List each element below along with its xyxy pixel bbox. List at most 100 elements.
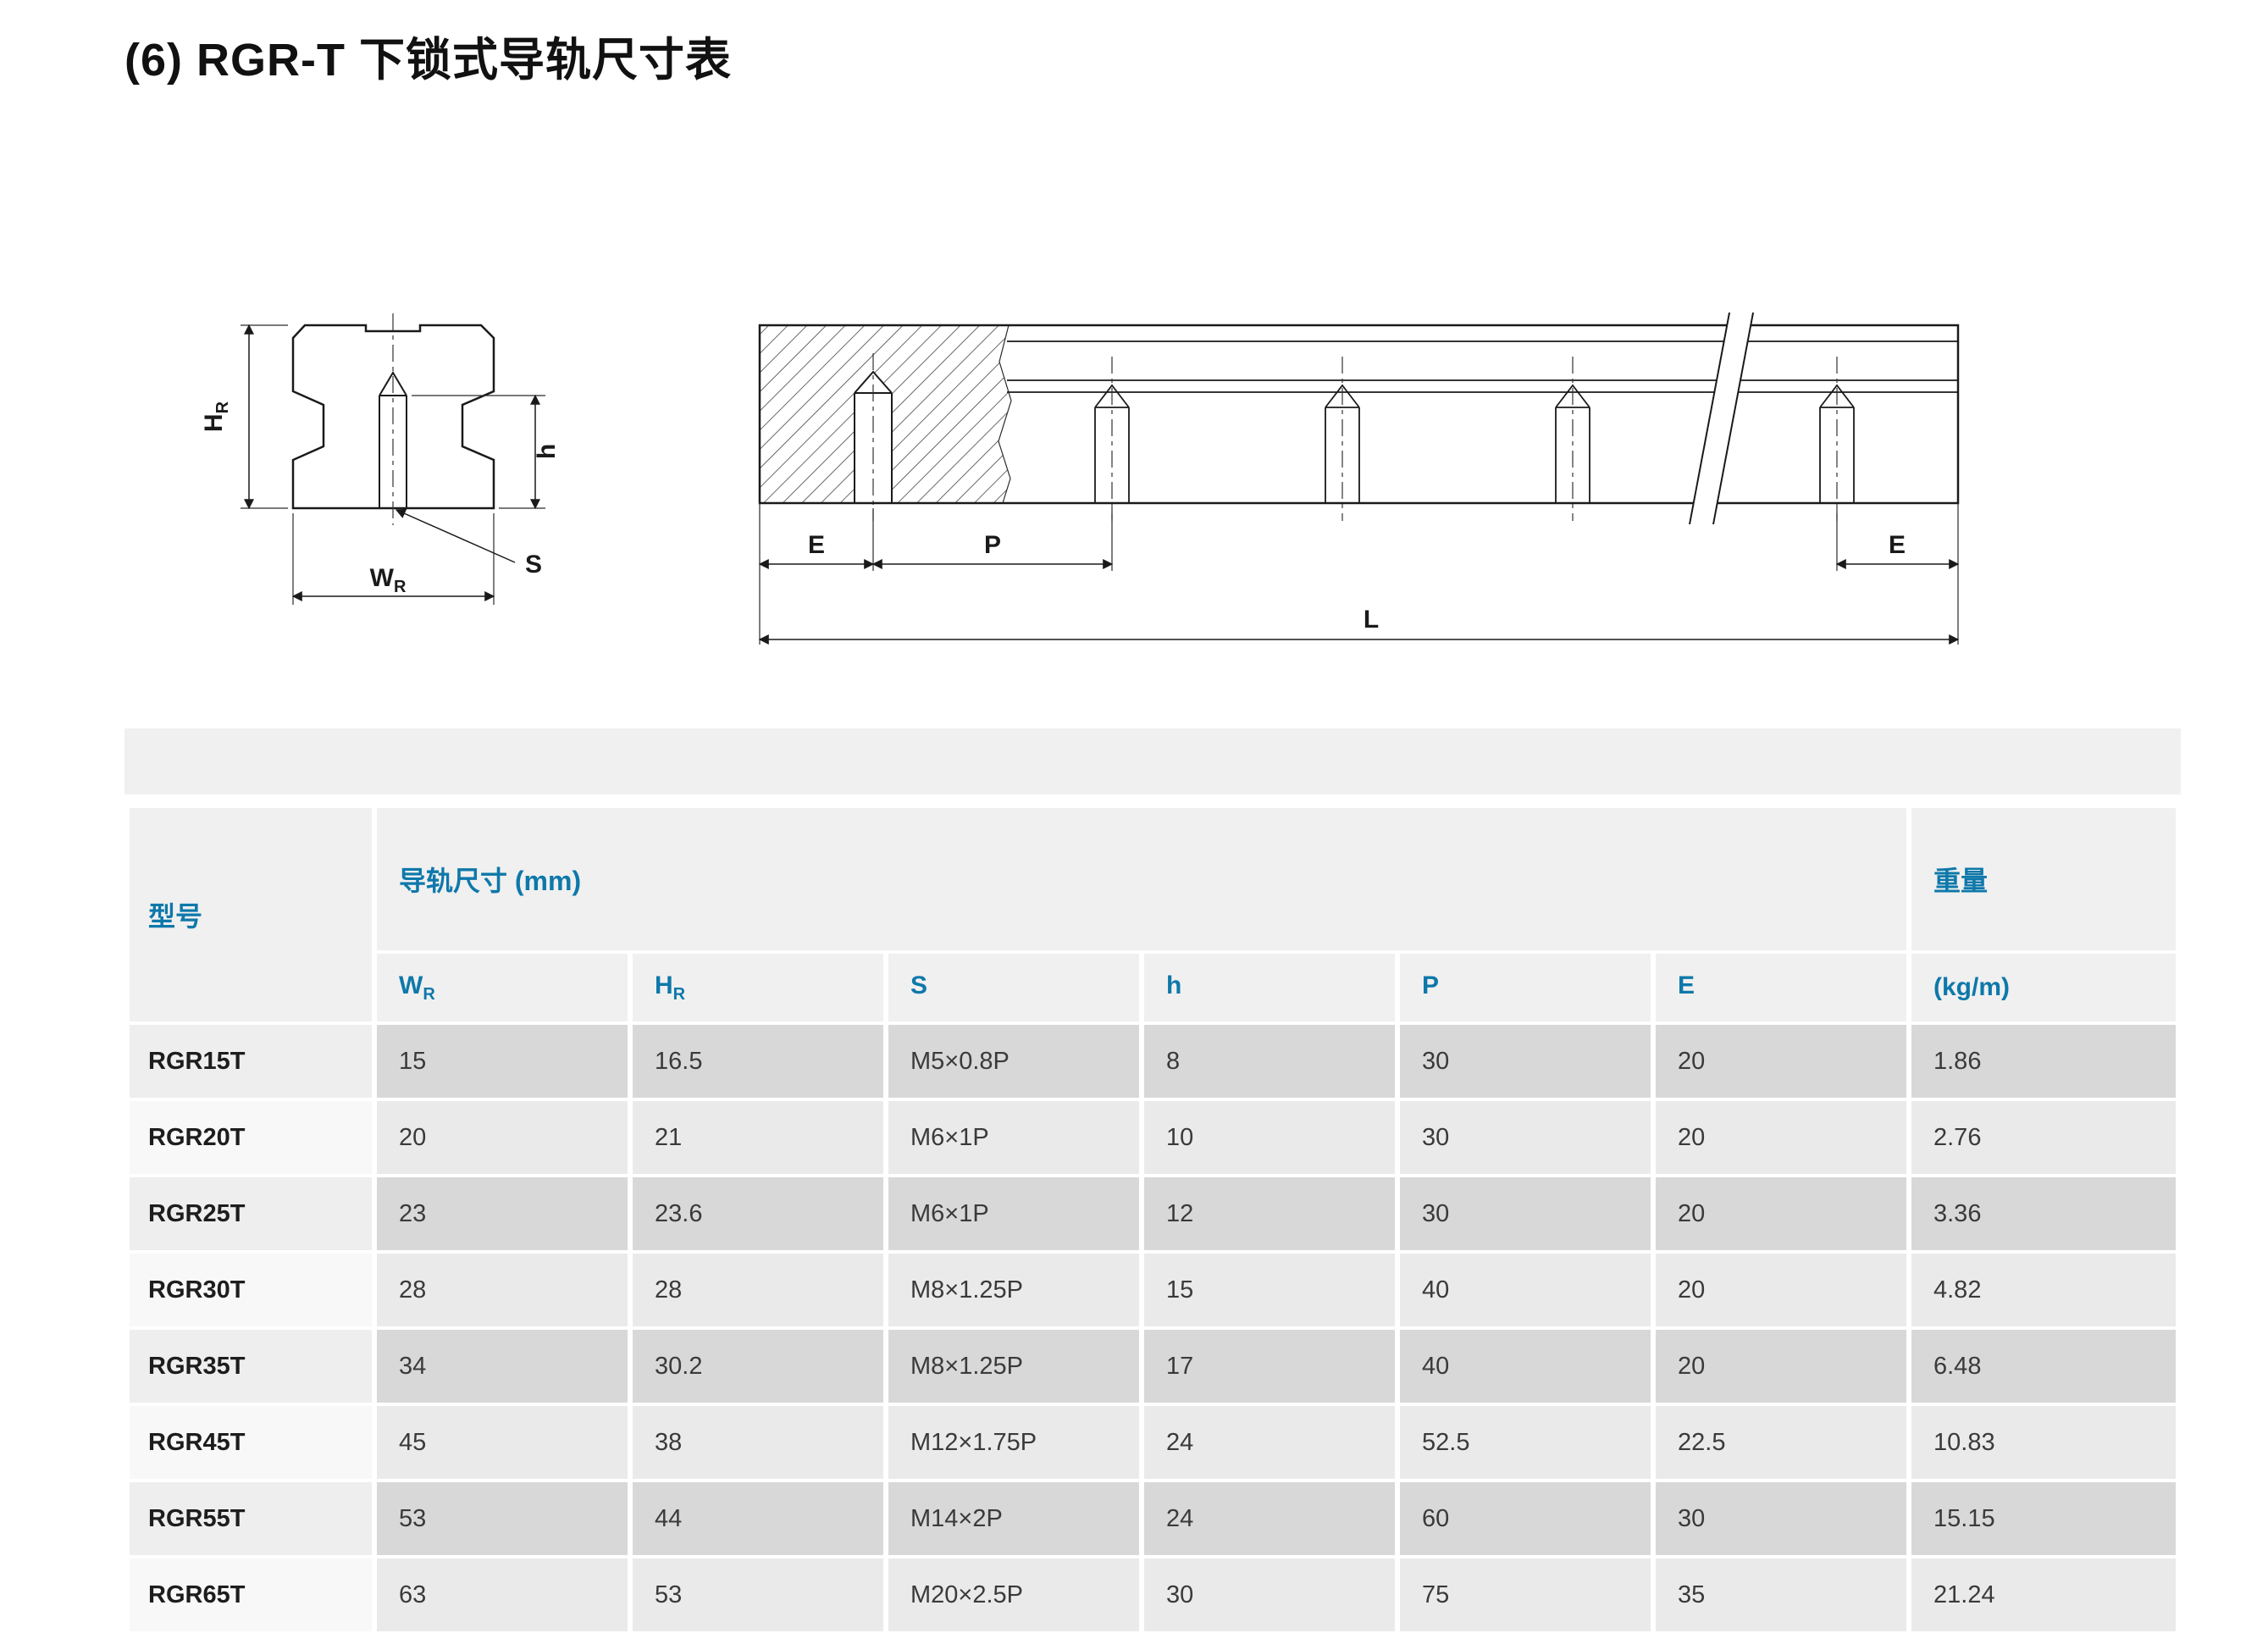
dim-cell: 30 <box>1400 1025 1651 1098</box>
weight-cell: 6.48 <box>1911 1330 2176 1403</box>
dim-cell: 28 <box>633 1254 883 1326</box>
dim-cell: 20 <box>1656 1254 1906 1326</box>
dim-s-label: S <box>525 551 542 578</box>
rail-side-view-drawing: E P E L <box>758 313 1960 645</box>
header-col-hr: HR <box>633 954 883 1021</box>
dim-cell: 20 <box>1656 1330 1906 1403</box>
model-cell: RGR45T <box>130 1406 372 1479</box>
rail-dimension-table: 型号 导轨尺寸 (mm) 重量 WR HR S h P E (kg/m) RGR… <box>124 805 2181 1633</box>
dim-e-left-label: E <box>808 531 825 559</box>
dim-cell: 22.5 <box>1656 1406 1906 1479</box>
dim-cell: M12×1.75P <box>888 1406 1139 1479</box>
header-dims-group: 导轨尺寸 (mm) <box>377 808 1906 950</box>
dim-cell: 17 <box>1144 1330 1395 1403</box>
dim-cell: 40 <box>1400 1254 1651 1326</box>
weight-cell: 3.36 <box>1911 1177 2176 1250</box>
dim-cell: M5×0.8P <box>888 1025 1139 1098</box>
dim-p: P <box>871 531 1114 569</box>
dim-e-left: E <box>758 531 875 569</box>
dim-cell: 24 <box>1144 1406 1395 1479</box>
weight-cell: 10.83 <box>1911 1406 2176 1479</box>
leader-s: S <box>395 508 542 578</box>
header-row-groups: 型号 导轨尺寸 (mm) 重量 <box>130 808 2176 1021</box>
extension-lines <box>759 503 1959 645</box>
dim-cell: 30.2 <box>633 1330 883 1403</box>
dim-cell: 44 <box>633 1482 883 1555</box>
dim-cell: 8 <box>1144 1025 1395 1098</box>
header-weight-group: 重量 <box>1911 808 2176 950</box>
model-cell: RGR25T <box>130 1177 372 1250</box>
model-cell: RGR65T <box>130 1558 372 1631</box>
dim-cell: 20 <box>377 1101 628 1174</box>
dim-p-label: P <box>984 531 1001 559</box>
rail-holes <box>1094 357 1855 521</box>
dim-cell: M8×1.25P <box>888 1330 1139 1403</box>
dim-l: L <box>758 606 1960 645</box>
dim-cell: 35 <box>1656 1558 1906 1631</box>
dim-h-label: h <box>533 444 561 459</box>
dim-cell: 38 <box>633 1406 883 1479</box>
dim-cell: M8×1.25P <box>888 1254 1139 1326</box>
dim-cell: M6×1P <box>888 1101 1139 1174</box>
dim-cell: 30 <box>1656 1482 1906 1555</box>
dim-cell: 12 <box>1144 1177 1395 1250</box>
weight-cell: 21.24 <box>1911 1558 2176 1631</box>
dim-cell: 15 <box>377 1025 628 1098</box>
dim-hr-label: HR <box>200 401 232 432</box>
header-col-e: E <box>1656 954 1906 1021</box>
model-cell: RGR35T <box>130 1330 372 1403</box>
dim-cell: 52.5 <box>1400 1406 1651 1479</box>
dim-cell: 15 <box>1144 1254 1395 1326</box>
bottom-tapped-hole <box>379 371 407 508</box>
header-col-weight-unit: (kg/m) <box>1911 954 2176 1021</box>
dim-cell: 30 <box>1144 1558 1395 1631</box>
spec-table-section: 型号 导轨尺寸 (mm) 重量 WR HR S h P E (kg/m) RGR… <box>124 728 2181 1633</box>
rail-groove-lines <box>1007 340 1958 393</box>
dim-cell: M14×2P <box>888 1482 1139 1555</box>
dim-cell: 63 <box>377 1558 628 1631</box>
rail-profile-outline <box>291 324 495 510</box>
dim-cell: 60 <box>1400 1482 1651 1555</box>
dim-cell: 28 <box>377 1254 628 1326</box>
dim-e-right-label: E <box>1889 531 1906 559</box>
dim-cell: 53 <box>377 1482 628 1555</box>
dim-cell: M6×1P <box>888 1177 1139 1250</box>
header-model: 型号 <box>130 808 372 1021</box>
dim-l-label: L <box>1364 606 1379 634</box>
dim-cell: 23 <box>377 1177 628 1250</box>
header-col-p: P <box>1400 954 1651 1021</box>
dim-cell: 30 <box>1400 1177 1651 1250</box>
model-cell: RGR30T <box>130 1254 372 1326</box>
section-break-edge <box>998 324 1012 504</box>
dim-h: h <box>412 394 561 510</box>
dim-cell: 24 <box>1144 1482 1395 1555</box>
table-top-band <box>124 728 2181 794</box>
rail-cross-section-drawing: HR h WR S <box>200 313 561 605</box>
dim-cell: 20 <box>1656 1101 1906 1174</box>
dim-cell: 23.6 <box>633 1177 883 1250</box>
break-symbol <box>1689 313 1755 525</box>
weight-cell: 2.76 <box>1911 1101 2176 1174</box>
model-cell: RGR20T <box>130 1101 372 1174</box>
dim-cell: M20×2.5P <box>888 1558 1139 1631</box>
weight-cell: 4.82 <box>1911 1254 2176 1326</box>
weight-cell: 1.86 <box>1911 1025 2176 1098</box>
header-col-wr: WR <box>377 954 628 1021</box>
dim-cell: 45 <box>377 1406 628 1479</box>
header-col-h: h <box>1144 954 1395 1021</box>
dim-cell: 75 <box>1400 1558 1651 1631</box>
dim-wr-label: WR <box>370 564 407 596</box>
dim-cell: 34 <box>377 1330 628 1403</box>
dim-wr: WR <box>291 513 495 605</box>
dim-cell: 20 <box>1656 1177 1906 1250</box>
header-row-columns: WR HR S h P E (kg/m) <box>130 954 2176 1021</box>
